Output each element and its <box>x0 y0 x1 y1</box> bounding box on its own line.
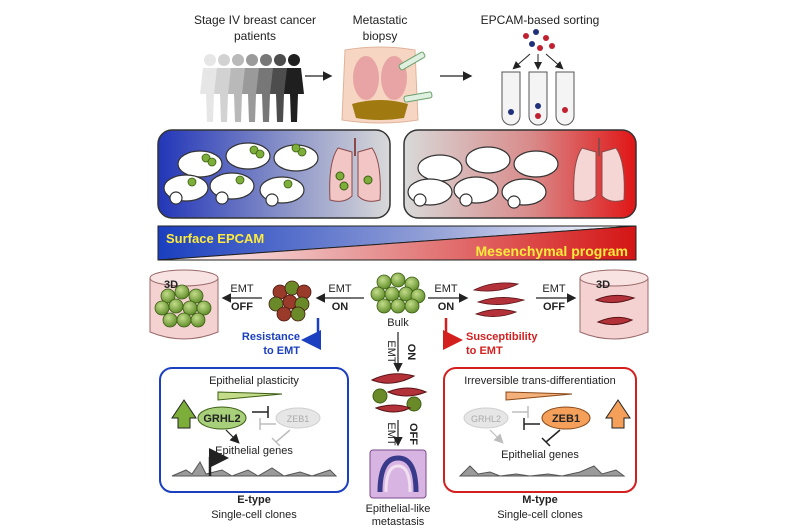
resistance-arrow <box>301 318 321 350</box>
green-tumor-nodules-left <box>187 143 307 189</box>
grhl2-label-mtype: GRHL2 <box>471 414 501 424</box>
3d-label-right: 3D <box>596 279 610 291</box>
mesenchymal-program-label: Mesenchymal program <box>476 243 629 259</box>
epithelial-cluster-mid-left <box>268 280 312 322</box>
resistance-label-line2: to EMT <box>263 345 300 357</box>
inhibit-grhl2-to-zeb1-mtype <box>512 406 529 418</box>
etype-box <box>159 367 349 493</box>
patients-label-line2: patients <box>234 29 276 43</box>
inhibit-zeb1-to-grhl2 <box>259 418 276 430</box>
biopsy-label-line2: biopsy <box>363 29 398 43</box>
grhl2-label-etype: GRHL2 <box>203 413 240 425</box>
patient-silhouettes <box>200 54 304 122</box>
emt-label-2: EMT <box>328 283 352 295</box>
emt-label-3: EMT <box>434 283 458 295</box>
zeb1-node-etype <box>275 407 321 429</box>
biopsy-label-line1: Metastatic <box>353 13 408 27</box>
mtype-type-label: M-type <box>522 494 557 506</box>
mesenchymal-cells-mid-right <box>472 282 526 317</box>
grhl2-node-etype <box>197 406 247 430</box>
inhibit-grhl2-to-zeb1 <box>252 406 269 418</box>
on-label-1: ON <box>332 301 349 313</box>
mtype-clones-label: Single-cell clones <box>497 509 583 521</box>
emt-label-4: EMT <box>542 283 566 295</box>
grhl2-node-mtype <box>463 407 509 429</box>
mtype-box <box>443 367 637 493</box>
repression-arrow-etype <box>271 429 291 447</box>
metastasis-label-line2: metastasis <box>372 516 425 528</box>
activation-arrow-mtype <box>489 429 504 444</box>
off-label-vertical: OFF <box>407 423 419 445</box>
3d-label-left: 3D <box>164 279 178 291</box>
zeb1-label-etype: ZEB1 <box>287 414 310 424</box>
biopsy-torso-illustration <box>341 46 433 124</box>
mice-with-metastases-left <box>163 142 319 207</box>
susceptibility-label-line2: to EMT <box>466 345 503 357</box>
etype-promoter-arrow <box>208 448 229 476</box>
bulk-label: Bulk <box>387 317 409 329</box>
on-label-2: ON <box>438 301 455 313</box>
etype-title: Epithelial plasticity <box>209 375 299 387</box>
susceptibility-arrow <box>443 318 463 350</box>
sorting-label: EPCAM-based sorting <box>481 13 600 27</box>
resistance-label-line1: Resistance <box>242 331 300 343</box>
surface-epcam-label: Surface EPCAM <box>166 231 264 246</box>
repression-arrow-mtype <box>541 429 561 447</box>
off-label-1: OFF <box>231 301 253 313</box>
etype-genes-label: Epithelial genes <box>215 445 293 457</box>
epithelial-like-metastasis-tissue <box>369 449 427 499</box>
zeb1-label-mtype: ZEB1 <box>552 413 580 425</box>
inhibit-zeb1-to-grhl2-mtype <box>523 418 540 430</box>
up-arrow-zeb1 <box>605 399 631 429</box>
patients-label-line1: Stage IV breast cancer <box>194 13 316 27</box>
lungs-with-metastases-left <box>329 138 381 202</box>
off-label-2: OFF <box>543 301 565 313</box>
mtype-genes-label: Epithelial genes <box>501 449 579 461</box>
mtype-expression-track <box>458 465 626 477</box>
etype-expression-track <box>171 461 338 477</box>
susceptibility-label-line1: Susceptibility <box>466 331 538 343</box>
mtype-title: Irreversible trans-differentiation <box>464 375 615 387</box>
up-arrow-grhl2 <box>171 399 197 429</box>
mice-right <box>407 146 559 209</box>
3d-culture-epithelial <box>149 269 219 340</box>
etype-clones-label: Single-cell clones <box>211 509 297 521</box>
etype-wedge <box>217 391 283 401</box>
3d-culture-mesenchymal <box>579 269 649 340</box>
mixed-cell-cluster-center <box>370 373 428 413</box>
lungs-right <box>573 138 625 202</box>
mesenchymal-gradient-wedge <box>157 225 637 261</box>
etype-type-label: E-type <box>237 494 271 506</box>
sorting-tubes-illustration <box>501 29 575 126</box>
bulk-epithelial-cluster <box>370 272 426 314</box>
mtype-wedge <box>505 391 573 401</box>
zeb1-node-mtype <box>541 406 591 430</box>
metastasis-label-line1: Epithelial-like <box>366 503 431 515</box>
on-label-vertical: ON <box>405 344 417 361</box>
emt-label-1: EMT <box>230 283 254 295</box>
emt-label-vertical-2: EMT <box>385 422 397 446</box>
activation-arrow-etype <box>225 429 240 444</box>
emt-label-vertical-1: EMT <box>385 340 397 364</box>
